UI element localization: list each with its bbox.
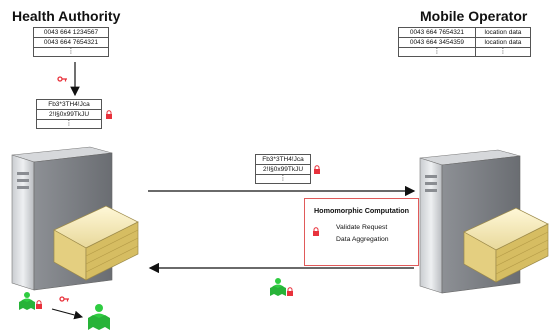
table-cell: ⋮ — [33, 47, 109, 57]
table-cell: ⋮ — [474, 47, 532, 57]
table-row: ⋮ — [33, 47, 109, 57]
table-row: ⋮ — [255, 174, 311, 184]
encrypted-numbers-table-transit: Fb3*3TH4!Jca 2!I§0x99TkJU ⋮ — [255, 154, 311, 184]
key-icon — [59, 296, 69, 302]
data-aggregation-label: Data Aggregation — [336, 236, 389, 243]
decrypt-arrow — [51, 308, 84, 320]
paper-stack-icon — [463, 207, 549, 283]
table-row: ⋮ ⋮ — [398, 47, 532, 57]
homomorphic-computation-box: Homomorphic Computation Validate Request… — [304, 198, 419, 266]
validate-request-label: Validate Request — [336, 224, 388, 231]
person-map-icon — [19, 292, 42, 310]
table-cell: ⋮ — [255, 174, 311, 184]
mobile-operator-table: 0043 664 7654321 location data 0043 664 … — [398, 27, 532, 57]
table-row: ⋮ — [36, 119, 102, 129]
lock-icon — [106, 110, 112, 119]
health-authority-number-table: 0043 664 1234567 0043 664 7654321 ⋮ — [33, 27, 109, 57]
mobile-operator-title: Mobile Operator — [420, 8, 528, 24]
lock-icon — [313, 227, 319, 236]
table-cell: ⋮ — [36, 119, 102, 129]
lock-icon — [314, 165, 320, 174]
person-map-icon — [270, 278, 293, 296]
paper-stack-icon — [53, 205, 139, 281]
key-icon — [57, 76, 67, 82]
health-authority-title: Health Authority — [12, 8, 121, 24]
homomorphic-computation-title: Homomorphic Computation — [313, 206, 410, 215]
person-map-icon — [88, 304, 110, 330]
encrypted-numbers-table-left: Fb3*3TH4!Jca 2!I§0x99TkJU ⋮ — [36, 99, 102, 129]
